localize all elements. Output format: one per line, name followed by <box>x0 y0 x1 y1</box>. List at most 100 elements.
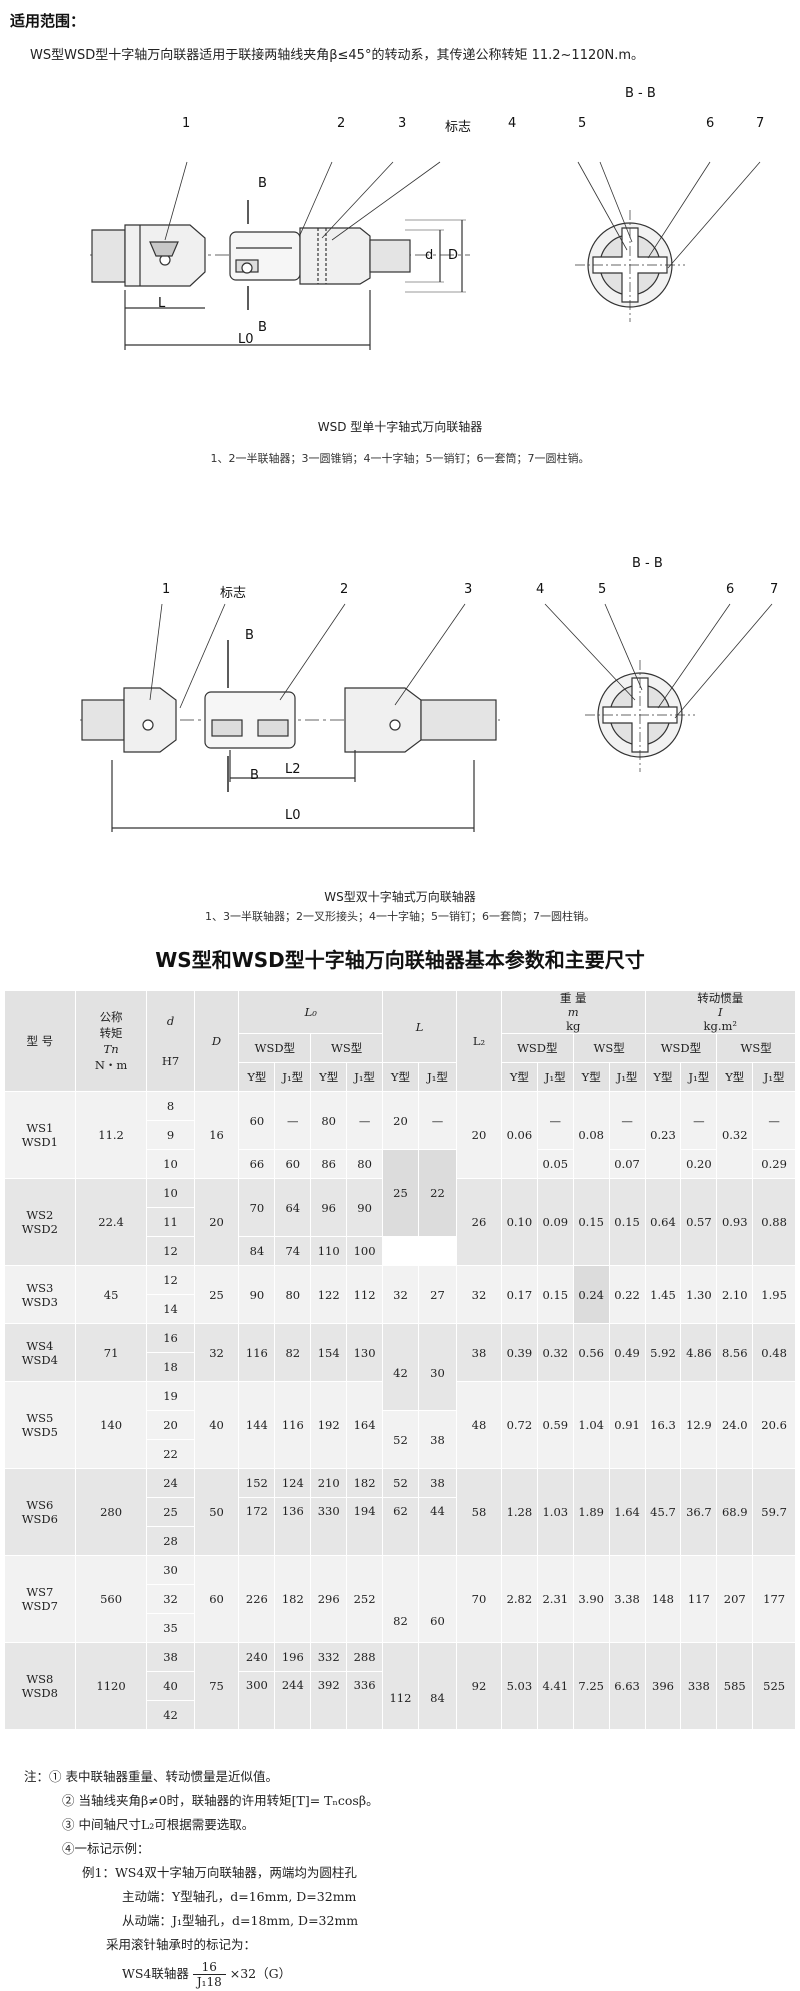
note-2: ② 当轴线夹角β≠0时，联轴器的许用转矩[T]= Tₙcosβ。 <box>62 1793 379 1808</box>
mass-cell: 1.89 <box>572 1468 610 1556</box>
mass-cell: 3.38 <box>608 1555 646 1643</box>
wsd-single-joint-drawing <box>90 161 761 350</box>
l0-cell: 182 <box>274 1555 312 1643</box>
mass-cell: 0.08 <box>572 1091 610 1179</box>
table-row: 32 <box>5 1584 796 1614</box>
l0-cell: 124 <box>274 1468 312 1498</box>
d-cell: 12 <box>146 1236 195 1266</box>
inertia-cell: 0.57 <box>680 1178 718 1266</box>
fig2-callout-5: 5 <box>598 582 607 597</box>
header-j1: J₁型 <box>274 1062 312 1092</box>
l0-cell: 296 <box>310 1555 348 1643</box>
d-cell: 30 <box>146 1555 195 1585</box>
l0-cell: 80 <box>310 1091 348 1150</box>
fig1-dim-l0: L0 <box>238 332 254 347</box>
mass-cell: 0.49 <box>608 1323 646 1382</box>
inertia-cell: 24.0 <box>716 1381 754 1469</box>
inertia-cell: 36.7 <box>680 1468 718 1556</box>
inertia-cell: — <box>680 1091 718 1150</box>
inertia-cell: 16.3 <box>644 1381 682 1469</box>
l0-cell: 196 <box>274 1642 312 1672</box>
mass-cell: 7.25 <box>572 1642 610 1730</box>
d-cell: 16 <box>146 1323 195 1353</box>
inertia-cell: 525 <box>752 1642 796 1730</box>
l2-cell: 26 <box>456 1178 502 1266</box>
d-cell: 22 <box>146 1439 195 1469</box>
mass-cell: 1.04 <box>572 1381 610 1469</box>
l0-cell: 90 <box>346 1178 384 1237</box>
fig2-dim-b-top: B <box>245 628 254 643</box>
l0-cell: 116 <box>238 1323 276 1382</box>
fig1-callout-1: 1 <box>182 116 191 131</box>
l-cell: 44 <box>417 1497 458 1556</box>
inertia-cell: 0.29 <box>752 1149 796 1179</box>
fig1-dim-l: L <box>158 296 166 311</box>
l-cell: 22 <box>417 1149 458 1237</box>
fig1-callout-7: 7 <box>756 116 765 131</box>
section-title: 适用范围： <box>10 12 86 30</box>
l0-cell: 60 <box>238 1091 276 1150</box>
l0-cell: 122 <box>310 1265 348 1324</box>
mark-prefix: WS4联轴器 <box>122 1966 189 1981</box>
table-row: 35 <box>5 1613 796 1643</box>
torque-cell: 280 <box>74 1468 148 1556</box>
header-l: L <box>382 990 458 1063</box>
inertia-cell: 338 <box>680 1642 718 1730</box>
mass-cell: 0.10 <box>500 1178 538 1266</box>
l0-cell: 336 <box>346 1671 384 1730</box>
torque-cell: 71 <box>74 1323 148 1382</box>
d-cell: 32 <box>146 1584 195 1614</box>
header-j1: J₁型 <box>680 1062 718 1092</box>
l0-cell: 86 <box>310 1149 348 1179</box>
l-cell: 20 <box>382 1091 419 1150</box>
l0-cell: 244 <box>274 1671 312 1730</box>
l0-cell: 80 <box>346 1149 384 1179</box>
mass-cell: 0.07 <box>608 1149 646 1179</box>
inertia-cell: 0.64 <box>644 1178 682 1266</box>
inertia-cell: 0.88 <box>752 1178 796 1266</box>
l0-cell: 332 <box>310 1642 348 1672</box>
d-cell: 20 <box>146 1410 195 1440</box>
d-cell: 25 <box>146 1497 195 1527</box>
fig2-legend: 1、3一半联轴器；2一叉形接头；4一十字轴；5一销钉；6一套筒；7一圆柱销。 <box>205 910 595 923</box>
table-title: WS型和WSD型十字轴万向联轴器基本参数和主要尺寸 <box>155 948 645 972</box>
mass-cell: 0.91 <box>608 1381 646 1469</box>
fig1-callout-2: 2 <box>337 116 346 131</box>
l0-cell: 64 <box>274 1178 312 1237</box>
fig2-callout-4: 4 <box>536 582 545 597</box>
header-mass-wsd: WSD型 <box>500 1033 574 1063</box>
header-inertia-ws: WS型 <box>716 1033 796 1063</box>
note-1: 注：① 表中联轴器重量、转动惯量是近似值。 <box>24 1769 278 1784</box>
mass-cell: 0.39 <box>500 1323 538 1382</box>
l0-cell: — <box>346 1091 384 1150</box>
note-4: ④一标记示例： <box>62 1841 150 1856</box>
mass-cell: 0.17 <box>500 1265 538 1324</box>
D-cell: 60 <box>193 1555 240 1643</box>
inertia-cell: 59.7 <box>752 1468 796 1556</box>
example-1: 例1：WS4双十字轴万向联轴器，两端均为圆柱孔 <box>82 1865 357 1880</box>
l2-cell: 70 <box>456 1555 502 1643</box>
mass-cell: 4.41 <box>536 1642 574 1730</box>
l0-cell: 66 <box>238 1149 276 1179</box>
inertia-cell: 1.30 <box>680 1265 718 1324</box>
d-cell: 19 <box>146 1381 195 1411</box>
table-row: 9 <box>5 1120 796 1150</box>
mass-cell: 0.15 <box>572 1178 610 1266</box>
mass-cell: 5.03 <box>500 1642 538 1730</box>
inertia-cell: 0.23 <box>644 1091 682 1179</box>
l2-cell: 58 <box>456 1468 502 1556</box>
inertia-cell: — <box>752 1091 796 1150</box>
l0-cell: 130 <box>346 1323 384 1382</box>
inertia-cell: 2.10 <box>716 1265 754 1324</box>
fig2-dim-b-bottom: B <box>250 768 259 783</box>
header-inertia-wsd: WSD型 <box>644 1033 718 1063</box>
